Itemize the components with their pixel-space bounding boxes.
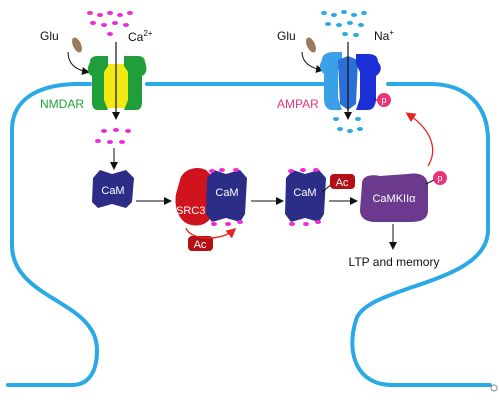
ampar-label: AMPAR: [277, 97, 319, 111]
calcium-label: Ca2+: [128, 29, 153, 44]
cam-label-2: CaM: [215, 187, 238, 199]
ltp-label: LTP and memory: [349, 255, 440, 269]
phospho-badge-camkii: [433, 171, 447, 185]
glutamate-right: [306, 37, 316, 53]
sodium-label: Na+: [374, 28, 394, 43]
cam-protein-3: [285, 168, 326, 226]
acetyl-label-2: Ac: [336, 177, 349, 189]
src3-label: SRC3: [176, 205, 205, 217]
nmdar-label: NMDAR: [40, 97, 84, 111]
cam-protein-2: [206, 168, 247, 226]
glu-binding-arrow-left: [67, 51, 90, 75]
acetylation-arrow: [185, 227, 237, 239]
glu-binding-arrow-right: [301, 51, 324, 73]
phospho-label-camkii: p: [437, 173, 442, 183]
glu-label-left: Glu: [40, 29, 59, 43]
cam-label-3: CaM: [293, 187, 316, 199]
phospho-label-ampar: p: [381, 95, 386, 105]
cell-membrane: [6, 82, 492, 387]
acetyl-badge-1: [188, 236, 213, 251]
glu-label-right: Glu: [277, 29, 296, 43]
camkii-protein: [360, 173, 428, 222]
acetyl-label-1: Ac: [194, 239, 207, 251]
ampar-receptor: [319, 52, 381, 110]
phosphorylation-arrow: [405, 112, 434, 167]
nmdar-receptor: [87, 56, 147, 110]
end-marker: [490, 384, 498, 392]
glutamate-left: [72, 37, 82, 53]
cam-label-1: CaM: [101, 185, 124, 197]
sodium-ions-outside: [321, 10, 367, 37]
src3-protein: [175, 168, 212, 226]
cam-protein-1: [92, 170, 134, 208]
sodium-ions-inside: [333, 117, 363, 133]
camkii-label: CaMKIIα: [372, 193, 416, 205]
calcium-ions-inside: [95, 128, 131, 144]
phospho-badge-ampar: [377, 93, 391, 107]
calcium-ions-outside: [87, 11, 133, 36]
phospho-link-camkii: [425, 179, 435, 185]
acetyl-badge-2: [330, 174, 355, 189]
